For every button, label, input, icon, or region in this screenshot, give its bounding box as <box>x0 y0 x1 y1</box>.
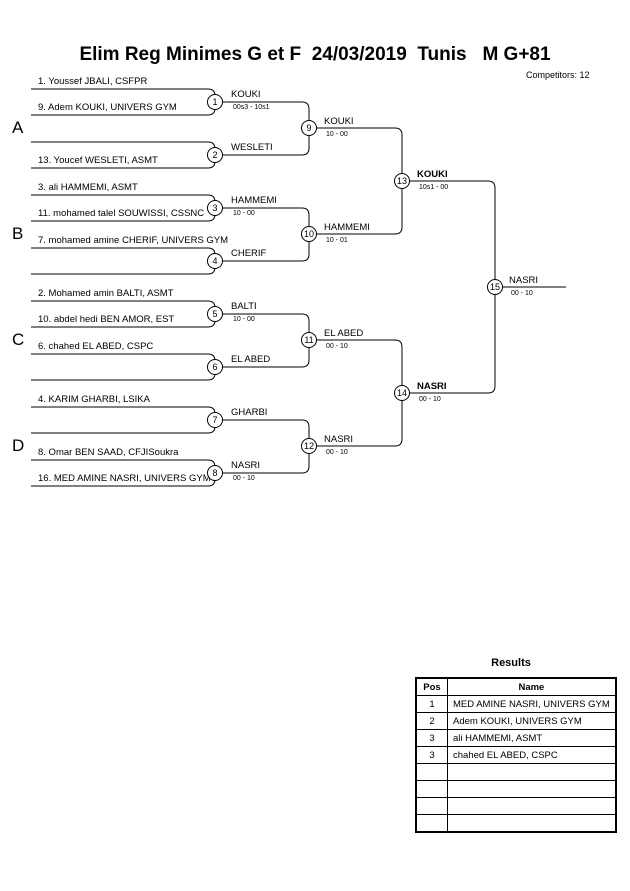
match-score: 00 - 10 <box>511 290 533 297</box>
name-cell <box>446 780 617 798</box>
pos-header: Pos <box>415 677 448 696</box>
results-title: Results <box>491 657 531 669</box>
pos-cell <box>415 763 448 781</box>
pool-label-c: C <box>12 330 25 349</box>
pos-cell: 1 <box>415 695 448 713</box>
match-score: 10 - 00 <box>326 131 348 138</box>
entrant-label: 9. Adem KOUKI, UNIVERS GYM <box>38 102 177 113</box>
pos-cell <box>415 780 448 798</box>
table-row <box>415 797 617 815</box>
pos-cell: 3 <box>415 746 448 764</box>
pos-cell: 3 <box>415 729 448 747</box>
entrant-label: 7. mohamed amine CHERIF, UNIVERS GYM <box>38 235 229 246</box>
pos-cell <box>415 797 448 815</box>
match-number: 15 <box>487 279 503 295</box>
match-winner: KOUKI <box>324 116 354 127</box>
champion-name: NASRI <box>509 275 539 286</box>
match-winner: KOUKI <box>231 89 261 100</box>
match-winner: HAMMEMI <box>231 195 277 206</box>
match-number: 13 <box>394 173 410 189</box>
competitor-count: Competitors: 12 <box>526 70 590 80</box>
name-cell: MED AMINE NASRI, UNIVERS GYM <box>446 695 617 713</box>
match-winner: EL ABED <box>324 328 364 339</box>
entrant-label: 1. Youssef JBALI, CSFPR <box>38 76 148 87</box>
name-cell <box>446 763 617 781</box>
match-winner: NASRI <box>417 381 447 392</box>
page-title: Elim Reg Minimes G et F 24/03/2019 Tunis… <box>79 44 551 65</box>
pool-label-a: A <box>12 118 24 137</box>
match-score: 10 - 01 <box>326 237 348 244</box>
match-number: 6 <box>207 359 223 375</box>
match-number: 9 <box>301 120 317 136</box>
match-score: 00s3 - 10s1 <box>233 104 270 111</box>
match-number: 10 <box>301 226 317 242</box>
pool-label-d: D <box>12 436 25 455</box>
table-row <box>415 814 617 833</box>
match-winner: NASRI <box>231 460 261 471</box>
match-number: 12 <box>301 438 317 454</box>
match-score: 10 - 00 <box>233 316 255 323</box>
table-row <box>415 763 617 781</box>
match-score: 00 - 10 <box>419 396 441 403</box>
match-number: 5 <box>207 306 223 322</box>
table-row <box>415 780 617 798</box>
match-number: 3 <box>207 200 223 216</box>
match-winner: WESLETI <box>231 142 273 153</box>
pos-cell: 2 <box>415 712 448 730</box>
match-winner: KOUKI <box>417 169 448 180</box>
match-winner: BALTI <box>231 301 257 312</box>
name-cell <box>446 814 617 833</box>
match-number: 7 <box>207 412 223 428</box>
entrant-label: 8. Omar BEN SAAD, CFJISoukra <box>38 447 179 458</box>
entrant-label: 16. MED AMINE NASRI, UNIVERS GYM <box>38 473 211 484</box>
entrant-label: 2. Mohamed amin BALTI, ASMT <box>38 288 174 299</box>
match-score: 10s1 - 00 <box>419 184 449 191</box>
entrant-label: 13. Youcef WESLETI, ASMT <box>38 155 158 166</box>
match-score: 10 - 00 <box>233 210 255 217</box>
match-number: 8 <box>207 465 223 481</box>
name-cell: Adem KOUKI, UNIVERS GYM <box>446 712 617 730</box>
pos-cell <box>415 814 448 833</box>
entrant-label: 10. abdel hedi BEN AMOR, EST <box>38 314 175 325</box>
match-score: 00 - 10 <box>233 475 255 482</box>
name-header: Name <box>446 677 617 696</box>
match-number: 2 <box>207 147 223 163</box>
match-score: 00 - 10 <box>326 343 348 350</box>
entrant-label: 6. chahed EL ABED, CSPC <box>38 341 154 352</box>
match-winner: HAMMEMI <box>324 222 370 233</box>
match-winner: NASRI <box>324 434 354 445</box>
match-winner: CHERIF <box>231 248 267 259</box>
entrant-label: 11. mohamed talel SOUWISSI, CSSNC <box>38 208 205 219</box>
match-number: 1 <box>207 94 223 110</box>
pool-label-b: B <box>12 224 24 243</box>
match-score: 00 - 10 <box>326 449 348 456</box>
match-winner: GHARBI <box>231 407 268 418</box>
name-cell <box>446 797 617 815</box>
name-cell: chahed EL ABED, CSPC <box>446 746 617 764</box>
match-number: 14 <box>394 385 410 401</box>
match-number: 4 <box>207 253 223 269</box>
name-cell: ali HAMMEMI, ASMT <box>446 729 617 747</box>
entrant-label: 3. ali HAMMEMI, ASMT <box>38 182 138 193</box>
entrant-label: 4. KARIM GHARBI, LSIKA <box>38 394 150 405</box>
match-number: 11 <box>301 332 317 348</box>
results-header-row: Pos Name <box>415 677 617 696</box>
match-winner: EL ABED <box>231 354 271 365</box>
